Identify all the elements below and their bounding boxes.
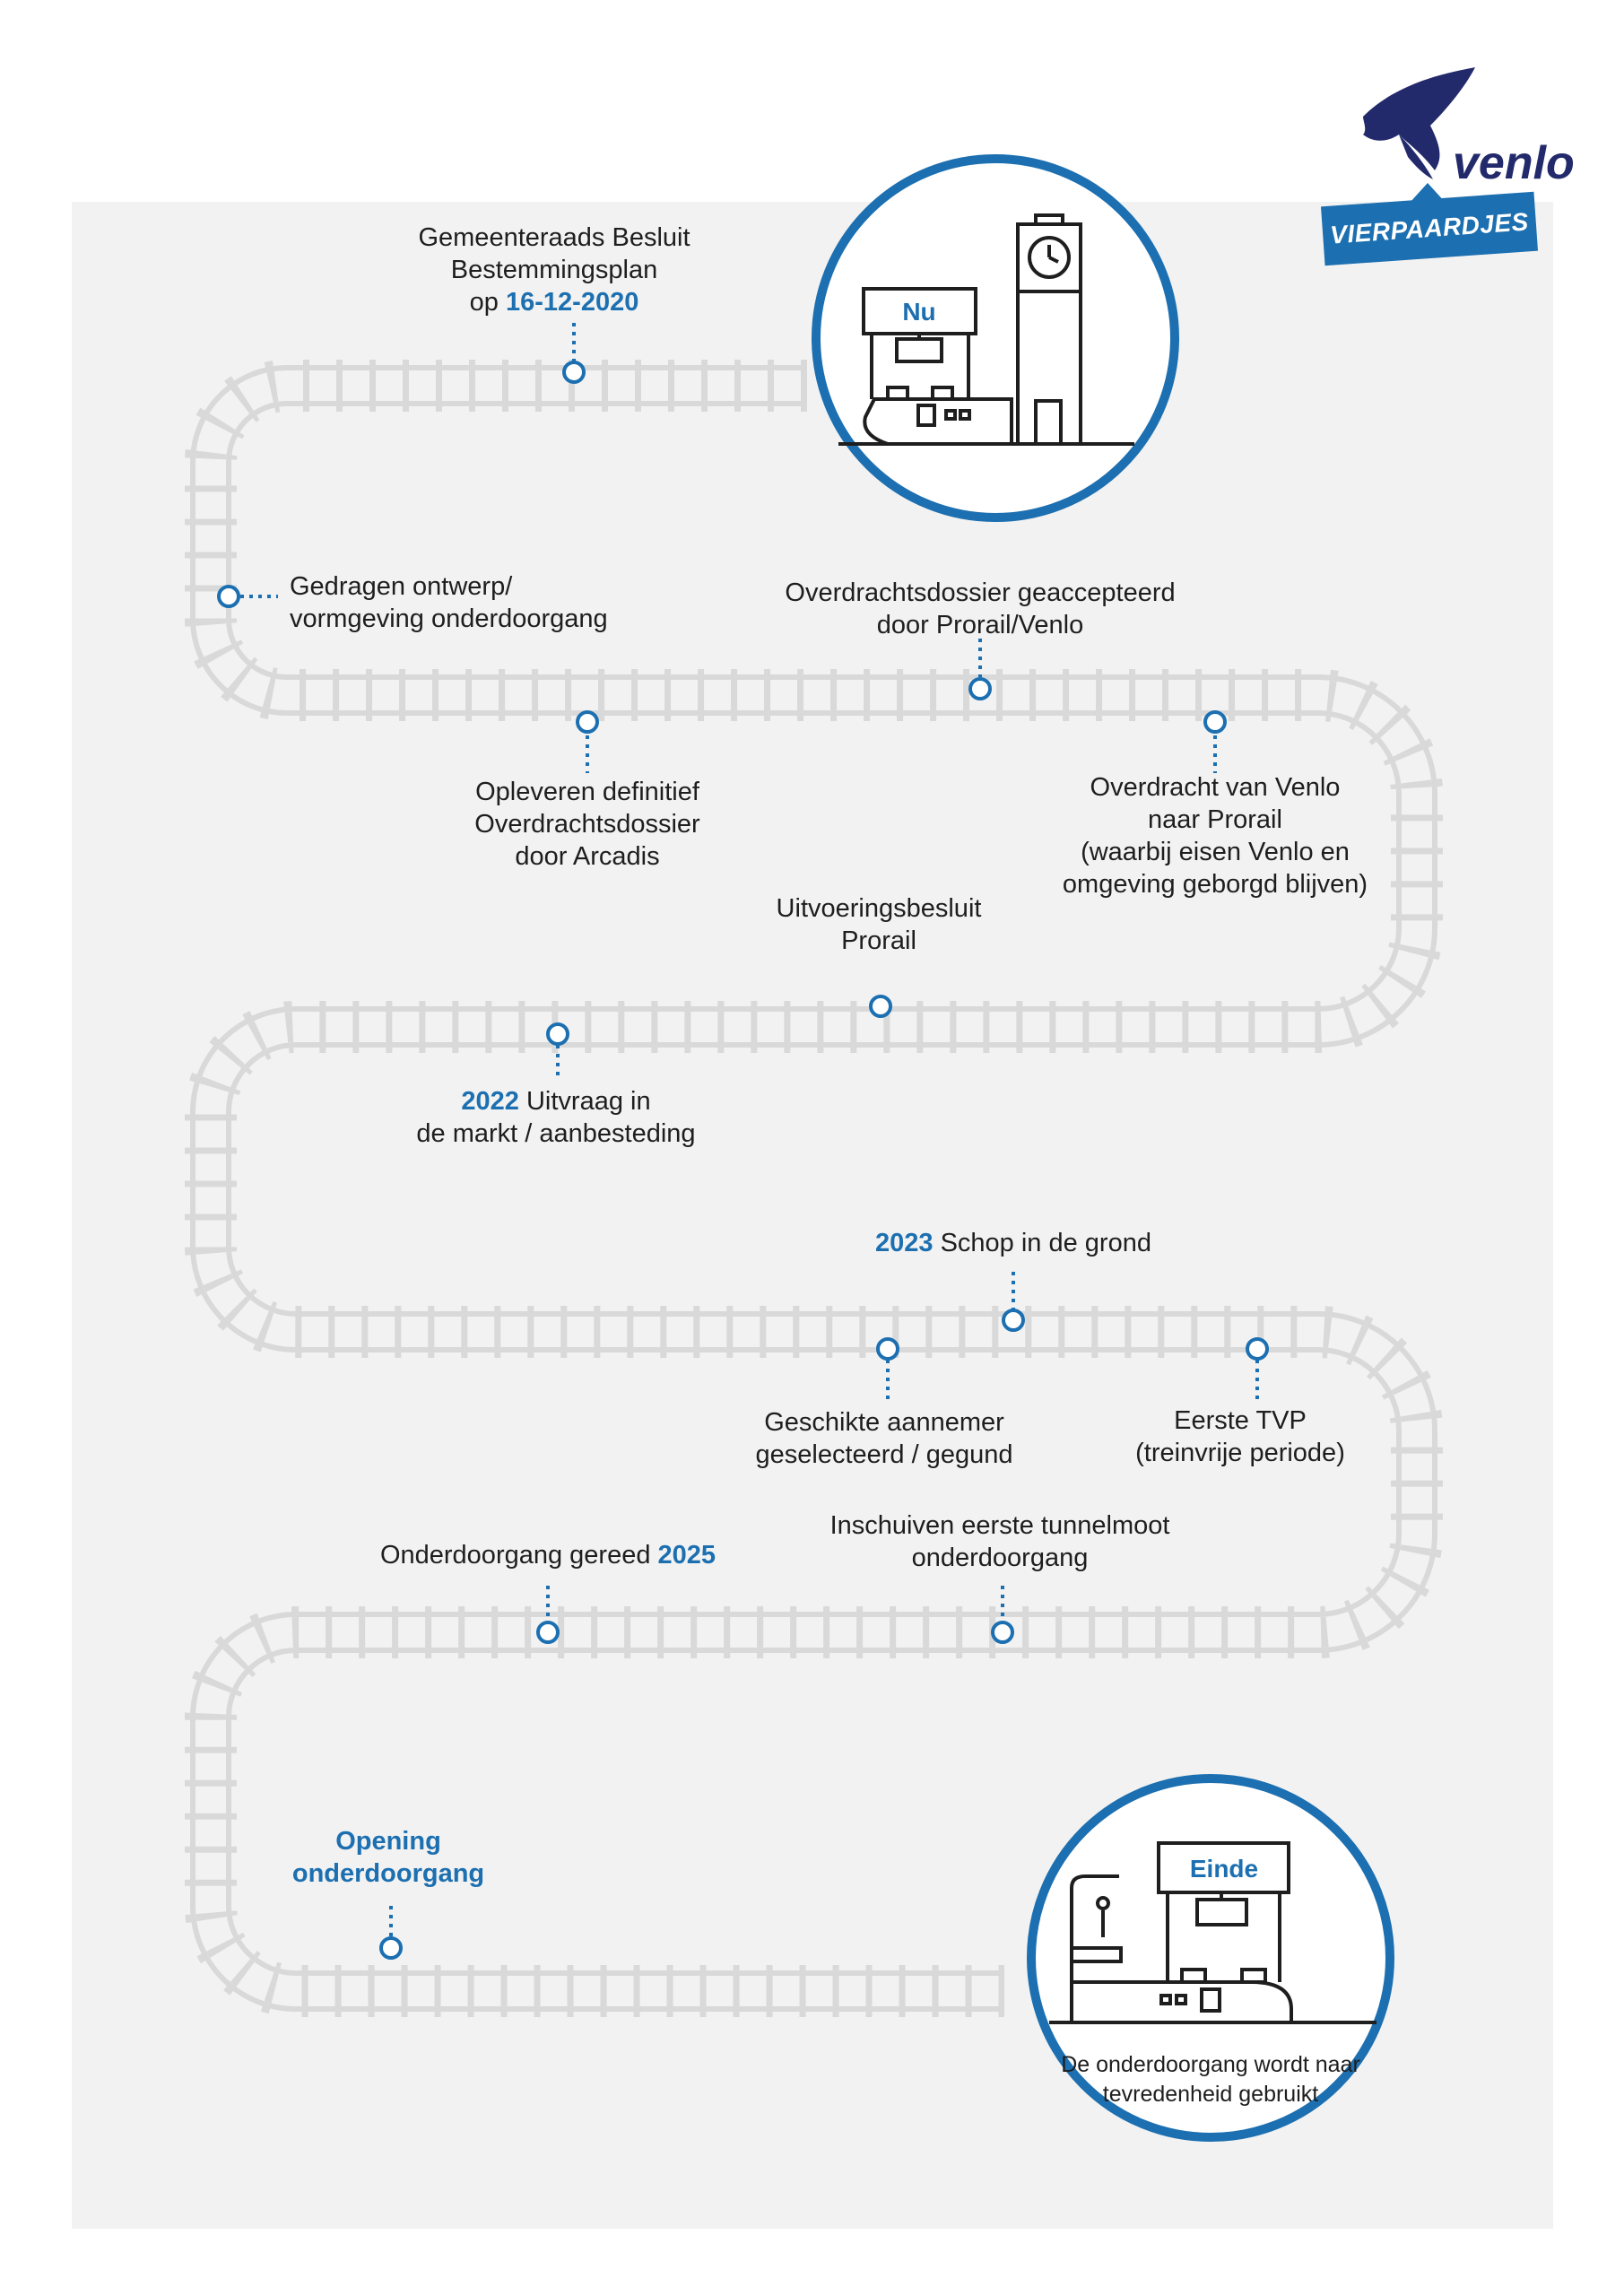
milestone-label-m11: Onderdoorgang gereed 2025 <box>379 1541 716 1570</box>
milestone-dot-m11 <box>536 1621 560 1644</box>
end-sign-label: Einde <box>1190 1855 1258 1883</box>
milestone-label-m9: Geschikte aannemer geselecteerd / gegund <box>755 1408 1013 1469</box>
milestone-dot-m7 <box>546 1022 569 1046</box>
milestone-label-m1: Gemeenteraads Besluit Bestemmingsplan op… <box>418 222 690 318</box>
milestone-label-m13: Opening onderdoorgang <box>291 1827 485 1888</box>
m1-date: 16-12-2020 <box>505 288 639 317</box>
milestone-dot-m5 <box>1203 710 1227 734</box>
milestone-label-m8: 2023 Schop in de grond <box>875 1229 1151 1257</box>
milestone-label-m6: Uitvoeringsbesluit Prorail <box>776 894 982 955</box>
milestone-dot-m12 <box>991 1621 1014 1644</box>
m11-year: 2025 <box>657 1541 716 1570</box>
m8-year: 2023 <box>875 1229 934 1257</box>
milestone-label-m4: Opleveren definitief Overdrachtsdossier … <box>474 778 700 871</box>
milestone-dot-m13 <box>379 1936 403 1960</box>
milestone-label-m3: Overdrachtsdossier geaccepteerd door Pro… <box>785 578 1176 639</box>
milestone-label-m10: Eerste TVP (treinvrije periode) <box>1135 1406 1345 1467</box>
logo-text: venlo <box>1453 137 1575 189</box>
milestone-label-m2: Gedragen ontwerp/ vormgeving onderdoorga… <box>290 572 608 633</box>
milestone-dot-m10 <box>1246 1337 1269 1361</box>
m1-line-2: Bestemmingsplan <box>450 256 658 284</box>
m1-line-1: Gemeenteraads Besluit <box>418 223 690 252</box>
m7-year: 2022 <box>461 1087 519 1116</box>
m1-line-3: op 16-12-2020 <box>469 288 639 317</box>
start-station-illustration: Nu <box>812 154 1179 522</box>
venlo-logo-mark <box>1363 67 1475 179</box>
milestone-label-m5: Overdracht van Venlo naar Prorail (waarb… <box>1062 773 1368 899</box>
milestone-dot-m1 <box>562 361 586 384</box>
venlo-logo: venlo <box>1318 63 1575 278</box>
milestone-dot-m4 <box>576 710 599 734</box>
end-caption: De onderdoorgang wordt naar tevredenheid… <box>1061 2052 1360 2107</box>
start-sign-label: Nu <box>902 298 935 326</box>
milestone-label-m12: Inschuiven eerste tunnelmoot onderdoorga… <box>829 1511 1170 1572</box>
milestone-dot-m6 <box>869 995 892 1018</box>
milestone-dot-m9 <box>876 1337 899 1361</box>
milestone-label-m7: 2022 Uitvraag in de markt / aanbesteding <box>416 1087 696 1148</box>
milestone-dot-m3 <box>968 677 992 700</box>
milestone-dot-m2 <box>217 585 240 608</box>
milestone-dot-m8 <box>1002 1309 1025 1332</box>
end-station-illustration: Einde <box>1027 1774 1394 2142</box>
